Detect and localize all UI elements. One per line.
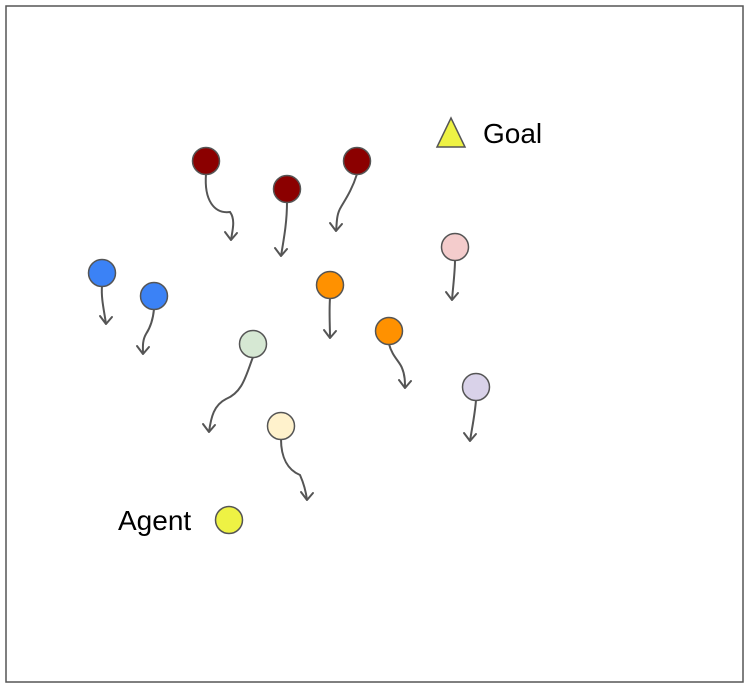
motion-trail <box>280 438 308 501</box>
obstacle-pink <box>440 232 470 301</box>
obstacle-circle-icon <box>87 258 117 288</box>
obstacle-blue <box>136 281 169 355</box>
diagram-frame <box>5 5 744 683</box>
obstacle-circle-icon <box>266 411 296 441</box>
obstacle-circle-icon <box>238 329 268 359</box>
arrow-head-icon <box>329 222 343 232</box>
motion-trail <box>335 173 358 232</box>
motion-trail <box>204 173 235 241</box>
obstacle-circle-icon <box>139 281 169 311</box>
obstacle-blue <box>87 258 117 325</box>
arrow-head-icon <box>224 231 238 241</box>
obstacle-red <box>329 146 372 232</box>
obstacle-circle-icon <box>342 146 372 176</box>
arrow-head-icon <box>445 291 459 301</box>
arrow-head-icon <box>202 423 216 433</box>
motion-trail <box>388 343 406 389</box>
obstacle-circle-icon <box>440 232 470 262</box>
obstacle-green <box>202 329 268 433</box>
obstacle-red <box>191 146 238 241</box>
arrow-head-icon <box>300 491 314 501</box>
motion-trail <box>100 285 107 325</box>
obstacle-circle-icon <box>191 146 221 176</box>
arrow-head-icon <box>323 329 337 339</box>
motion-trail <box>208 356 254 433</box>
agent-label: Agent <box>118 505 191 536</box>
arrow-head-icon <box>398 379 412 389</box>
obstacle-circle-icon <box>461 372 491 402</box>
obstacle-circle-icon <box>315 270 345 300</box>
obstacle-circle-icon <box>272 174 302 204</box>
obstacle-red <box>272 174 302 257</box>
obstacle-cream <box>266 411 314 501</box>
motion-trail <box>141 308 155 355</box>
obstacle-orange <box>374 316 412 389</box>
obstacle-circle-icon <box>374 316 404 346</box>
motion-trail <box>280 201 288 257</box>
goal-label: Goal <box>483 118 542 149</box>
motion-trail <box>469 399 477 442</box>
motion-trail <box>451 259 456 301</box>
goal-triangle-icon <box>435 116 467 148</box>
agent-circle-icon <box>214 505 244 535</box>
obstacle-group <box>87 146 491 501</box>
arrow-head-icon <box>274 247 288 257</box>
arrow-head-icon <box>136 345 150 355</box>
arrow-head-icon <box>99 315 113 325</box>
obstacle-orange <box>315 270 345 339</box>
obstacle-lavender <box>461 372 491 442</box>
arrow-head-icon <box>463 432 477 442</box>
